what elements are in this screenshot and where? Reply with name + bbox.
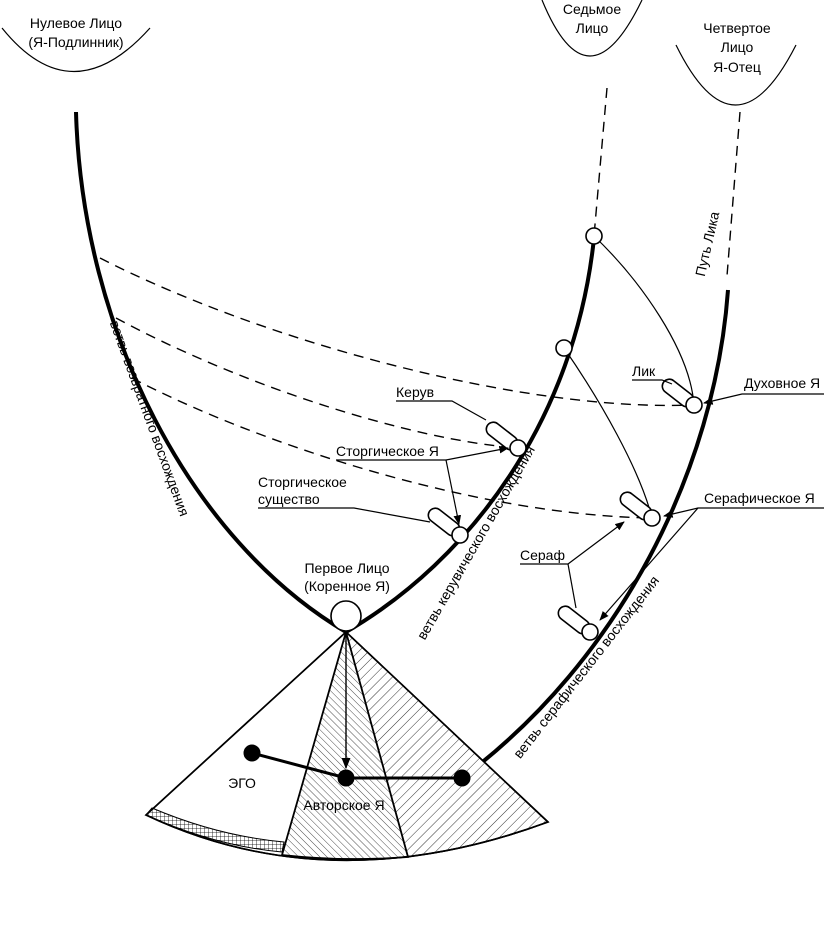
spiritual-self-label: Духовное Я	[744, 375, 820, 391]
seraphic-branch-start-node	[453, 769, 471, 787]
seraphic-branch-label: ветвь серафического восхождения	[510, 573, 662, 762]
storgic-self-leader-2	[445, 459, 462, 525]
author-self-node	[337, 769, 355, 787]
first-face-label-2: (Коренное Я)	[304, 578, 390, 594]
seventh-face-cup	[541, 0, 643, 57]
return-branch-line	[74, 111, 348, 634]
zero-face-cup	[1, 27, 151, 72]
seraph-node	[581, 623, 599, 641]
cherubic-branch-label: ветвь керувического восхождения	[413, 443, 537, 643]
keruv-label: Керув	[396, 384, 434, 400]
seventh-face-label-1: Седьмое	[563, 1, 621, 17]
path-of-face-dashed-link	[726, 111, 741, 277]
seraphic-self-node	[643, 509, 661, 527]
fourth-face-label-1: Четвертое	[703, 20, 771, 36]
storgic-self-node	[509, 439, 527, 457]
seraphic-self-leader-1	[663, 507, 824, 518]
return-branch-label: ветвь возвратного восхождения	[107, 318, 193, 518]
fourth-face-cup	[675, 44, 797, 106]
arc-top-node-to-spiritual-self	[593, 235, 695, 406]
ego-to-author-line	[251, 751, 347, 780]
seraph-leader-2	[567, 563, 577, 609]
author-self-label: Авторское Я	[303, 797, 384, 813]
top-node	[585, 227, 603, 245]
fourth-face-label-2: Лицо	[721, 39, 754, 55]
seraphic-branch-line	[460, 289, 730, 780]
arc-mid-node-to-seraphic-self	[563, 347, 653, 519]
keruv-leader	[396, 400, 487, 421]
path-of-face-label: Путь Лика	[692, 210, 722, 278]
spiritual-self-node	[685, 396, 703, 414]
cherubic-branch-line	[344, 237, 596, 634]
fan-edges	[144, 630, 550, 862]
storgic-being-label-1: Сторгическое	[258, 474, 347, 490]
storgic-being-leader	[258, 507, 431, 523]
seventh-face-label-2: Лицо	[576, 20, 609, 36]
storgic-self-label: Сторгическое Я	[336, 443, 439, 459]
storgic-being-node	[451, 526, 469, 544]
dashed-arc-to-storgic-self	[115, 317, 519, 449]
zero-face-label-2: (Я-Подлинник)	[28, 34, 123, 50]
lik-leader	[632, 379, 673, 385]
storgic-being-label-2: существо	[258, 491, 320, 507]
ego-node	[243, 744, 261, 762]
dashed-arc-to-seraphic-self	[131, 377, 653, 519]
seventh-face-dashed-link	[593, 87, 608, 237]
lik-label: Лик	[632, 363, 656, 379]
ego-label: ЭГО	[228, 775, 256, 791]
spiritual-self-leader	[703, 393, 824, 405]
zero-face-label-1: Нулевое Лицо	[30, 15, 122, 31]
seraph-label: Сераф	[520, 547, 565, 563]
dashed-arc-to-spiritual-self	[99, 257, 695, 407]
first-face-node	[330, 600, 362, 632]
fourth-face-label-3: Я-Отец	[713, 59, 761, 75]
seraphic-self-label: Серафическое Я	[704, 490, 815, 506]
first-face-label-1: Первое Лицо	[304, 560, 389, 576]
seraphic-self-leader-2	[599, 507, 699, 621]
mid-node	[555, 339, 573, 357]
